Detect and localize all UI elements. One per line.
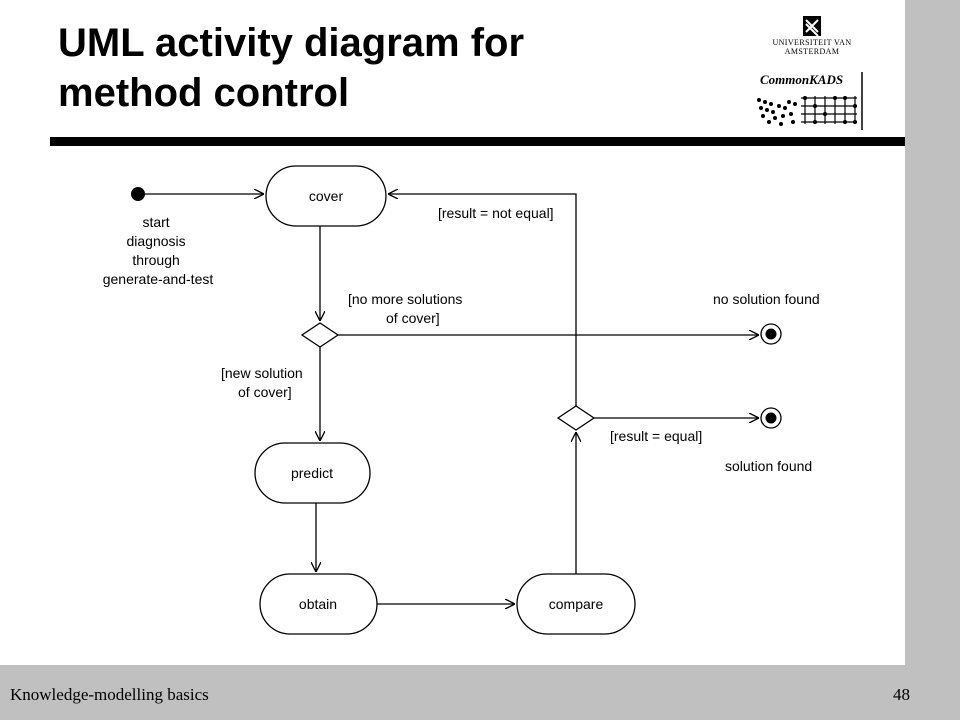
footer-course-title: Knowledge-modelling basics bbox=[10, 685, 209, 704]
university-crest-icon bbox=[803, 16, 821, 37]
guard-no-more-solutions: [no more solutions of cover] bbox=[348, 291, 466, 326]
activity-cover-label: cover bbox=[309, 188, 344, 204]
activity-cover: cover bbox=[265, 165, 387, 227]
final-node-no-solution bbox=[760, 323, 782, 345]
title-rule bbox=[50, 137, 905, 146]
commonkads-name: CommonKADS bbox=[760, 72, 844, 87]
guard-new-solution: [new solution of cover] bbox=[221, 365, 307, 400]
activity-predict: predict bbox=[254, 442, 371, 504]
slide-title-line-1: UML activity diagram for bbox=[58, 21, 525, 65]
start-note: start diagnosis through generate-and-tes… bbox=[103, 214, 214, 287]
footer-band bbox=[0, 665, 960, 720]
activity-compare: compare bbox=[516, 573, 636, 635]
end-label-solution: solution found bbox=[725, 458, 812, 474]
slide-title-line-2: method control bbox=[58, 71, 350, 115]
guard-result-equal: [result = equal] bbox=[610, 428, 702, 444]
university-name: UNIVERSITEIT VAN AMSTERDAM bbox=[772, 38, 852, 56]
university-logo bbox=[803, 16, 821, 37]
activity-compare-label: compare bbox=[549, 596, 604, 612]
activity-obtain-label: obtain bbox=[299, 596, 337, 612]
decision-node-compare bbox=[556, 405, 596, 431]
end-label-no-solution: no solution found bbox=[713, 291, 820, 307]
commonkads-logo bbox=[757, 72, 863, 130]
slide-title: UML activity diagram for method control bbox=[58, 18, 678, 118]
slide-number: 48 bbox=[893, 685, 910, 704]
activity-obtain: obtain bbox=[259, 573, 378, 635]
final-node-solution bbox=[760, 407, 782, 429]
right-decor-band bbox=[905, 0, 960, 665]
flow-decision-to-cover bbox=[388, 194, 577, 406]
initial-node bbox=[131, 187, 145, 201]
commonkads-dotgrid-icon bbox=[757, 98, 797, 126]
decision-node-cover bbox=[300, 322, 340, 348]
guard-result-not-equal: [result = not equal] bbox=[438, 205, 554, 221]
commonkads-grid-icon bbox=[801, 96, 857, 124]
activity-predict-label: predict bbox=[291, 465, 333, 481]
